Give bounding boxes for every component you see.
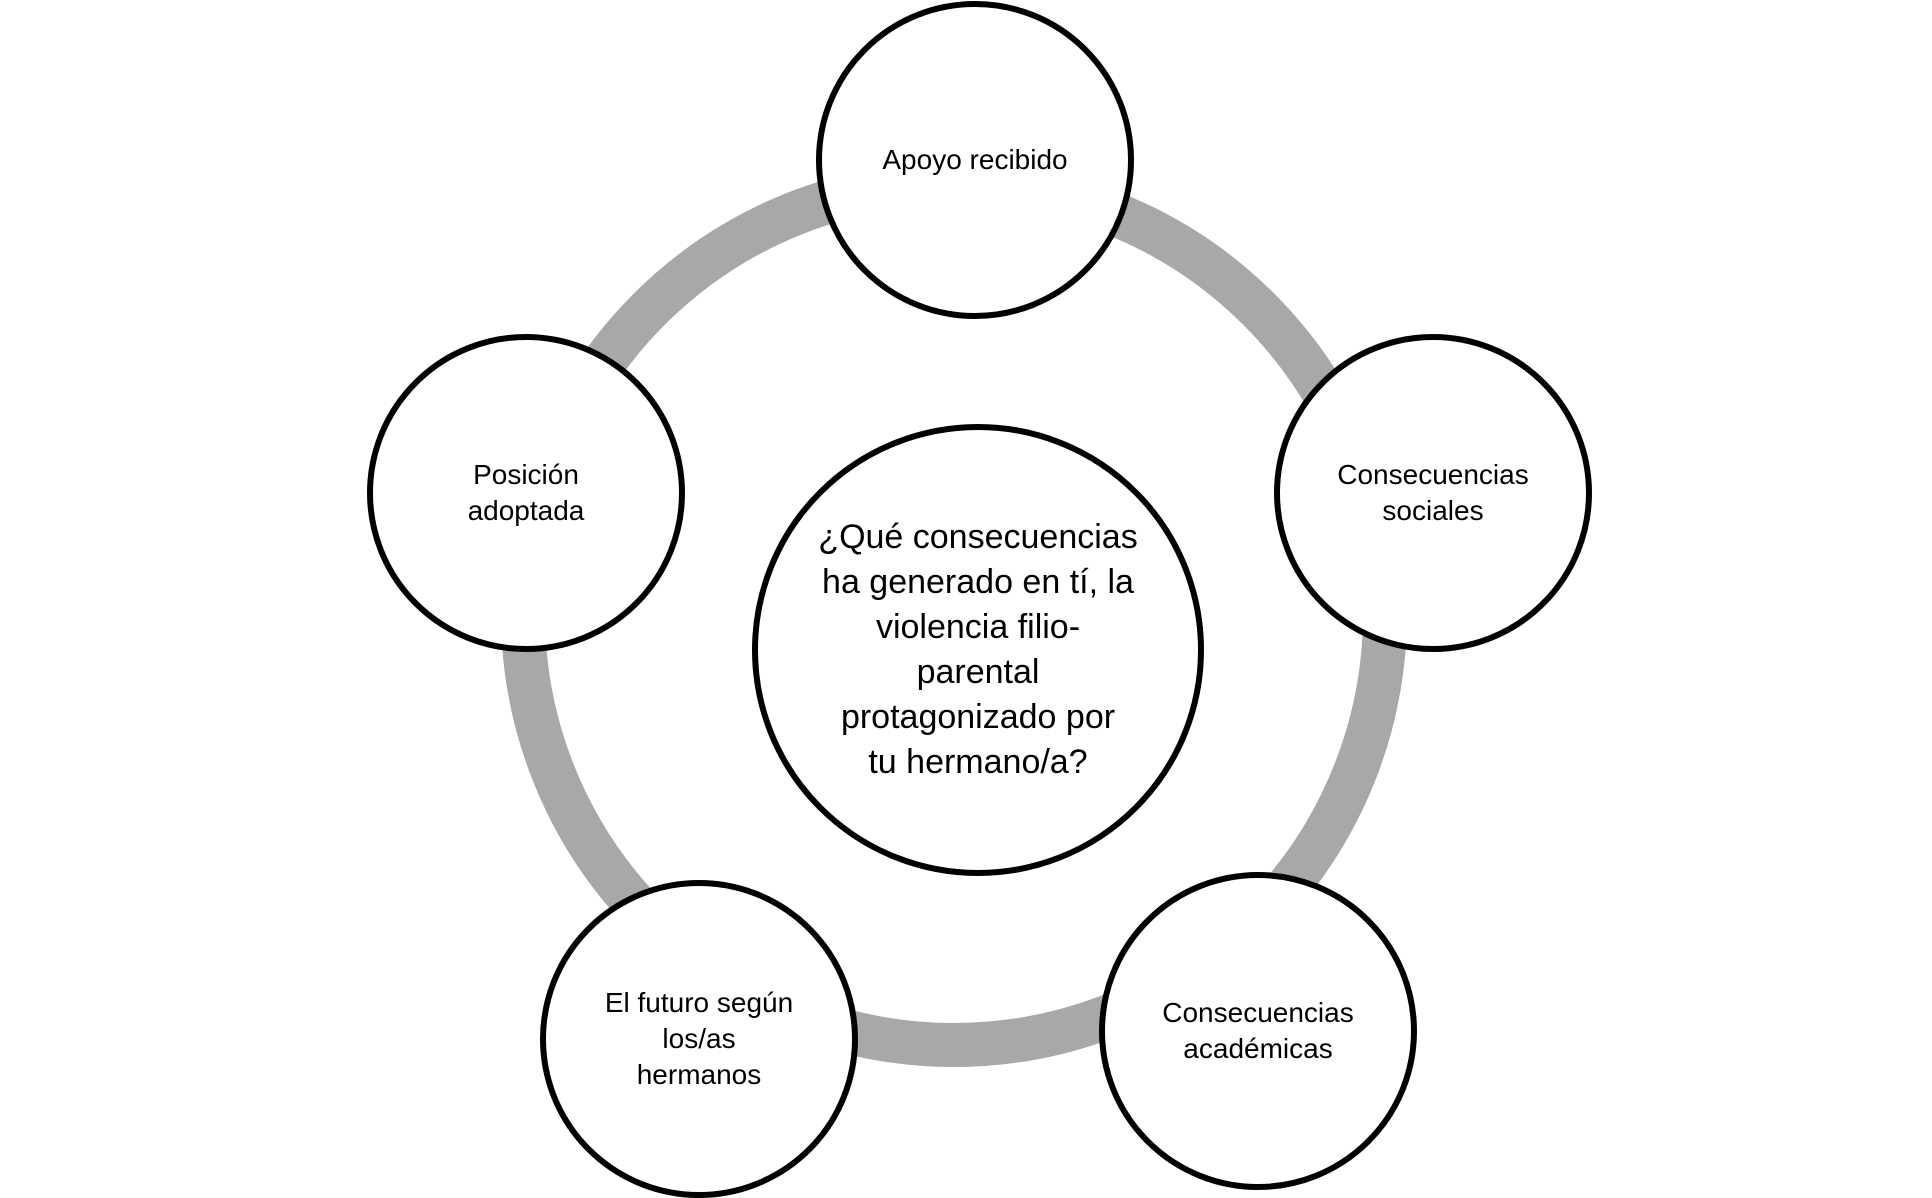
center-question-label: ¿Qué consecuencias ha generado en tí, la…	[818, 518, 1138, 781]
node-label: Consecuencias sociales	[1337, 459, 1529, 526]
center-question-node: ¿Qué consecuencias ha generado en tí, la…	[752, 424, 1204, 876]
node-consecuencias-sociales: Consecuencias sociales	[1274, 334, 1592, 652]
node-label: Consecuencias académicas	[1162, 997, 1354, 1064]
node-label: El futuro según los/as hermanos	[604, 987, 794, 1090]
node-futuro-hermanos: El futuro según los/as hermanos	[540, 880, 858, 1198]
node-label: Apoyo recibido	[882, 144, 1068, 175]
node-label: Posición adoptada	[467, 459, 585, 526]
node-apoyo-recibido: Apoyo recibido	[816, 1, 1134, 319]
node-posicion-adoptada: Posición adoptada	[367, 334, 685, 652]
node-consecuencias-academicas: Consecuencias académicas	[1099, 872, 1417, 1190]
